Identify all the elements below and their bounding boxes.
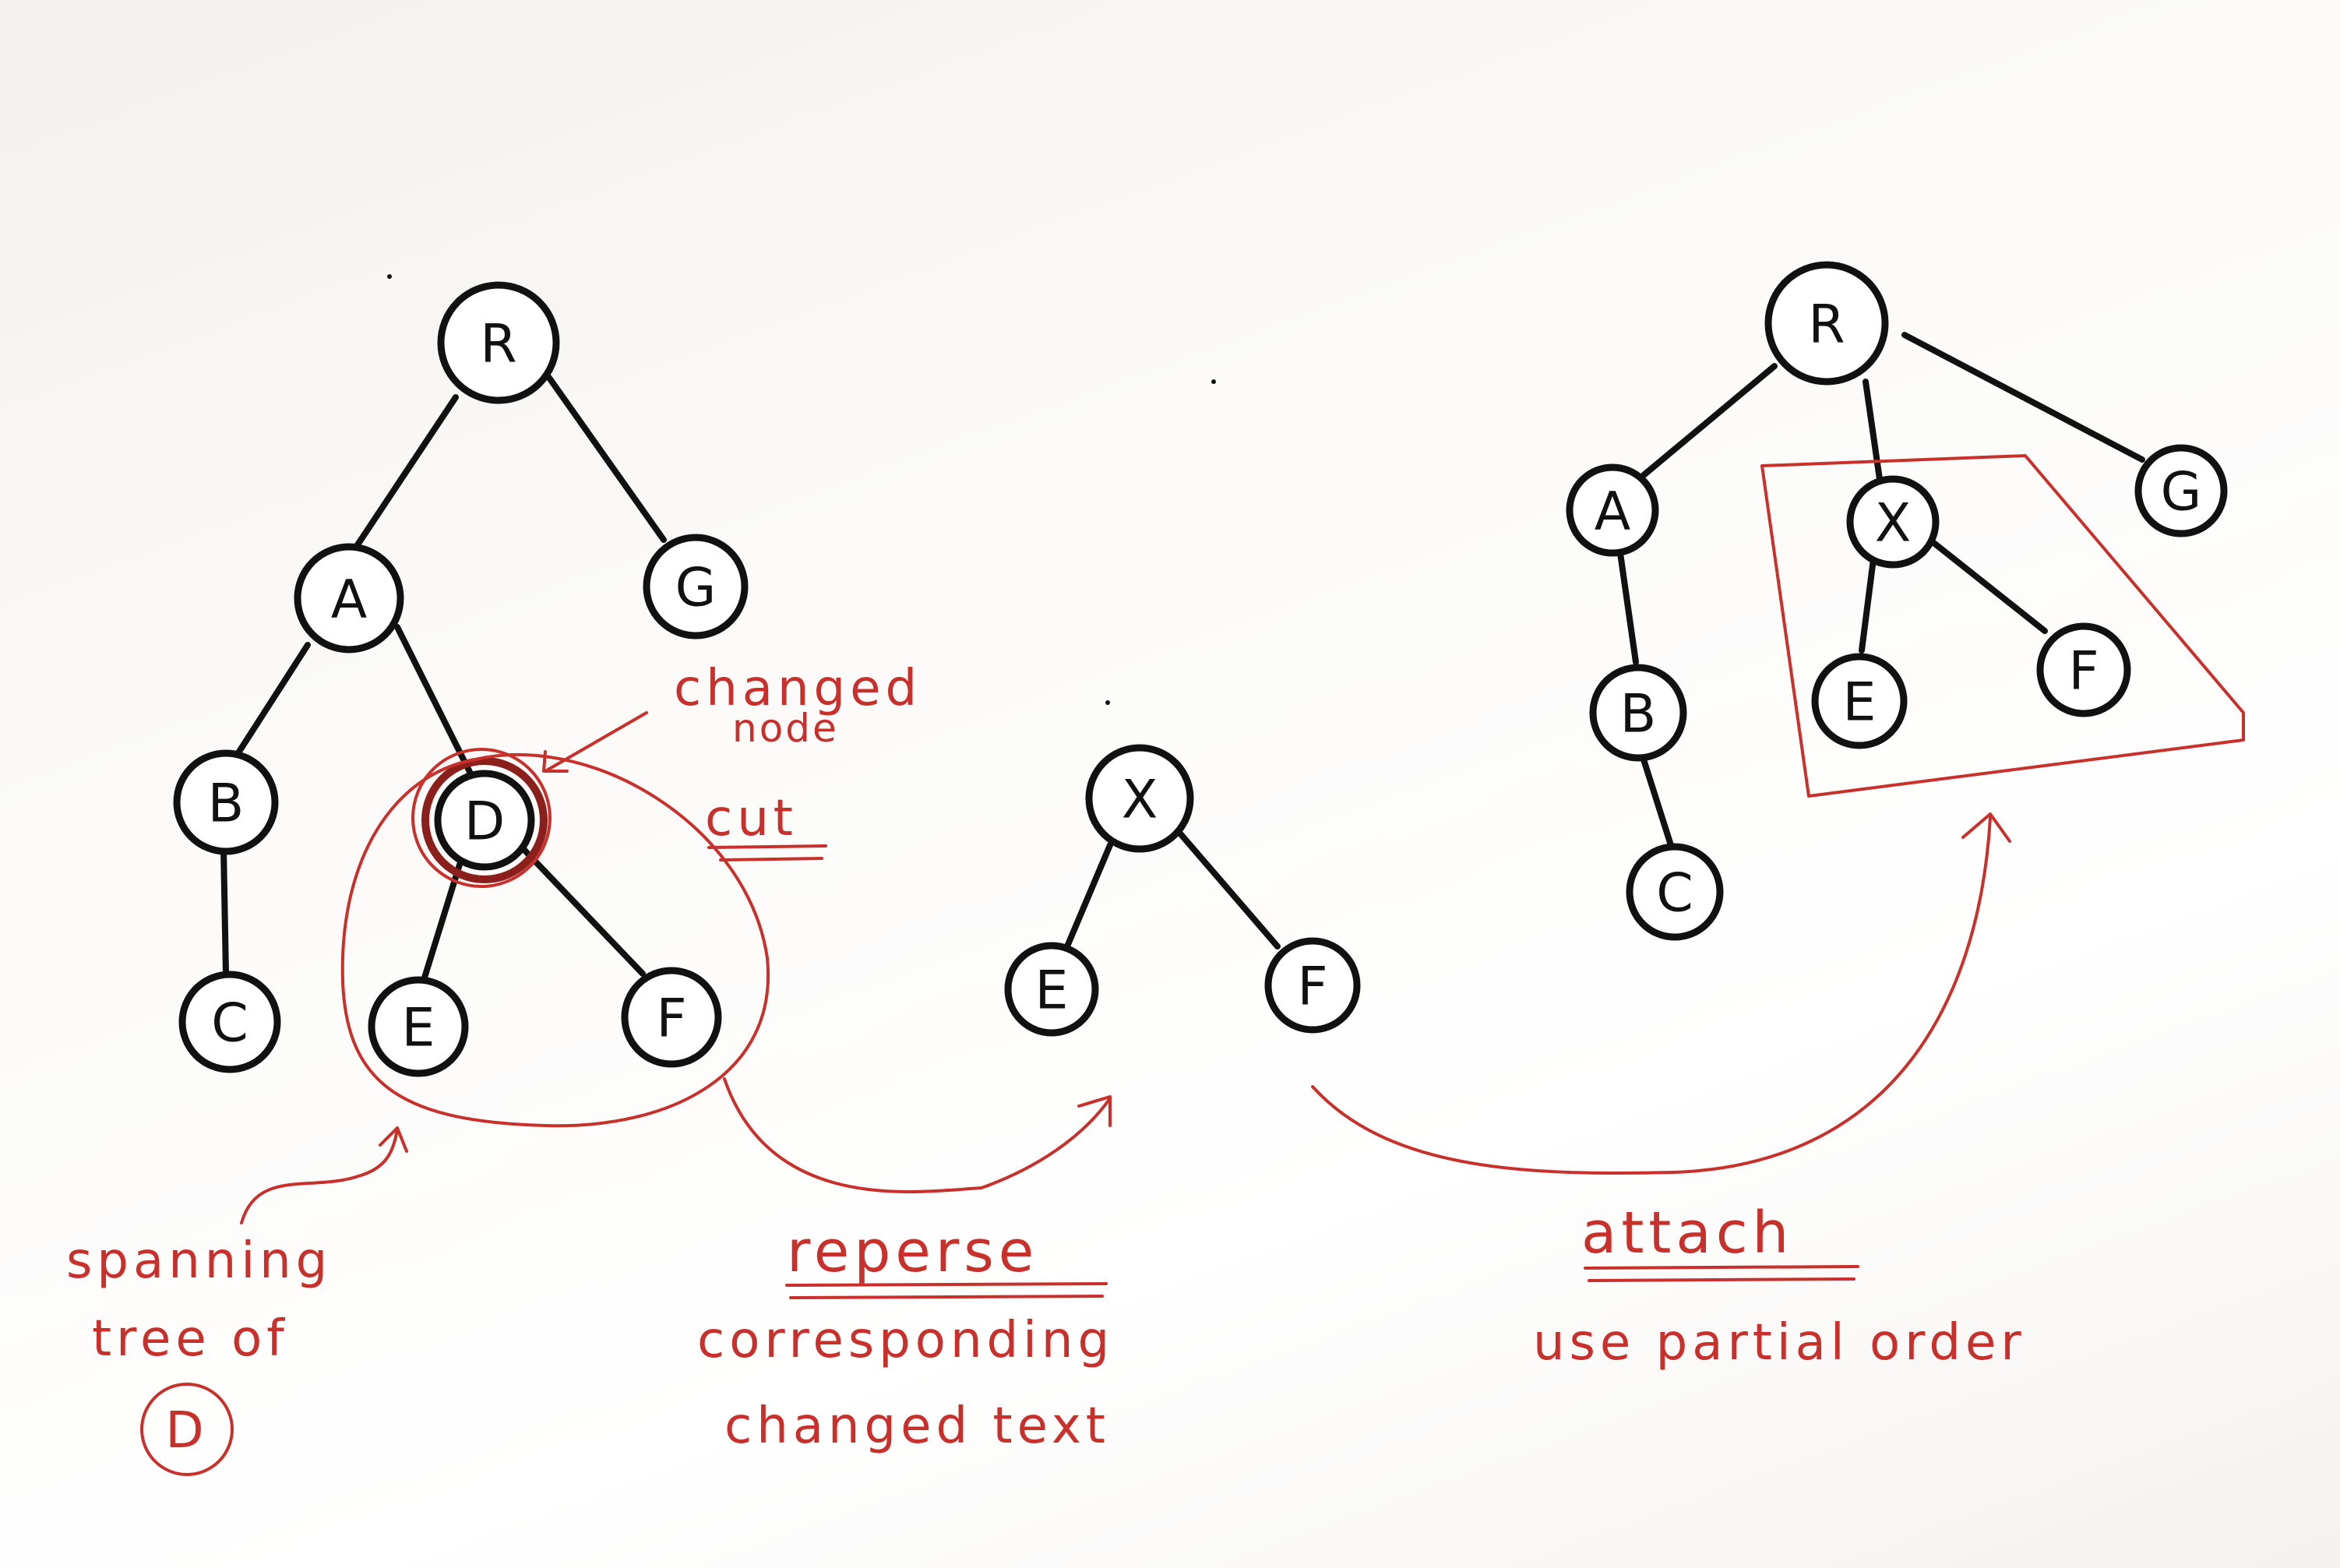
result-edge-r-x	[1862, 379, 1883, 482]
reverse-label-2: corresponding	[697, 1312, 1114, 1369]
attach-underline-2	[1588, 1277, 1855, 1282]
attach-underline-1	[1584, 1265, 1859, 1270]
node-d-label: D	[464, 791, 505, 853]
node-e: E	[368, 976, 469, 1077]
original-tree: R A G B C D E F	[173, 281, 749, 1077]
result-node-e: E	[1811, 653, 1908, 749]
reverse-annotation: reperse corresponding changed text	[697, 1218, 1114, 1455]
node-g: G	[643, 534, 749, 640]
reverse-label: reperse	[787, 1218, 1038, 1285]
node-r: R	[437, 281, 560, 404]
result-edge-x-e	[1859, 556, 1877, 654]
subtree-node-e: E	[1004, 942, 1099, 1037]
reverse-arrowhead	[1077, 1095, 1112, 1127]
attach-arrowhead	[1961, 812, 2011, 843]
node-a-label: A	[331, 569, 368, 631]
result-node-e-label: E	[1843, 672, 1877, 734]
spanning-label-1: spanning	[66, 1232, 332, 1290]
attach-label-2: use partial order	[1533, 1314, 2026, 1372]
attach-box	[1760, 454, 2245, 798]
edge-a-b	[234, 642, 311, 757]
changed-node-annotation: changed node	[542, 660, 922, 773]
reverse-underline-2	[789, 1295, 1104, 1299]
attach-label: attach	[1581, 1200, 1793, 1267]
result-node-x-label: X	[1875, 493, 1912, 555]
node-f-label: F	[656, 988, 686, 1050]
spanning-d-circle	[140, 1383, 234, 1476]
result-node-f: F	[2036, 622, 2131, 717]
spanning-d-label: D	[165, 1402, 208, 1460]
reverse-label-3: changed text	[724, 1397, 1110, 1455]
stray-dot	[387, 274, 392, 279]
subtree-node-e-label: E	[1035, 960, 1069, 1022]
node-d: D	[411, 748, 552, 888]
result-edge-r-g	[1901, 332, 2145, 463]
reverse-underline-1	[785, 1282, 1108, 1287]
edge-x-e	[1064, 842, 1113, 950]
node-e-label: E	[402, 998, 435, 1059]
attach-annotation: attach use partial order	[1533, 1200, 2026, 1372]
result-node-r-label: R	[1808, 294, 1845, 356]
edge-r-g	[546, 375, 667, 543]
result-node-r: R	[1764, 261, 1889, 386]
result-node-b-label: B	[1620, 684, 1657, 745]
node-b-label: B	[208, 773, 245, 835]
edge-d-f	[520, 846, 646, 977]
result-node-g: G	[2134, 444, 2228, 537]
result-edge-x-f	[1929, 538, 2048, 634]
edge-b-c	[220, 846, 229, 977]
cut-underline-2	[719, 857, 823, 862]
cut-label: cut	[705, 790, 798, 847]
stray-dot	[1211, 379, 1216, 384]
changed-node-label-2: node	[732, 706, 839, 751]
node-r-label: R	[480, 314, 516, 375]
edge-d-e	[421, 862, 463, 981]
attach-arrow	[1311, 816, 1992, 1175]
node-g-label: G	[675, 558, 717, 619]
spanning-annotation: spanning tree of D	[66, 1126, 408, 1476]
changed-node-arrow	[544, 711, 648, 773]
stray-dot	[1105, 700, 1110, 705]
result-edge-r-a	[1640, 363, 1778, 478]
changed-node-label-1: changed	[674, 660, 922, 717]
result-node-f-label: F	[2068, 641, 2099, 703]
node-f: F	[621, 967, 722, 1068]
edge-r-a	[340, 394, 459, 570]
reverse-arrow	[723, 1077, 1112, 1194]
result-node-g-label: G	[2161, 462, 2202, 523]
spanning-arrowhead	[379, 1126, 408, 1153]
spanning-arrow	[240, 1128, 399, 1224]
subtree-node-f: F	[1264, 937, 1361, 1034]
subtree-node-x-label: X	[1122, 770, 1158, 831]
subtree: X E F	[1004, 744, 1361, 1037]
cut-annotation: cut	[705, 790, 827, 862]
subtree-node-f-label: F	[1297, 957, 1327, 1018]
edge-x-f	[1177, 830, 1281, 950]
cut-underline-1	[707, 844, 827, 849]
result-tree: R A B C X G E F	[1566, 261, 2228, 941]
edge-a-d	[394, 624, 474, 778]
result-node-c-label: C	[1656, 863, 1693, 925]
changed-node-arrowhead	[542, 750, 569, 773]
result-node-a-label: A	[1595, 481, 1631, 543]
result-node-a: A	[1566, 463, 1659, 557]
result-edge-a-b	[1617, 550, 1639, 665]
node-c-label: C	[211, 993, 248, 1055]
spanning-label-2: tree of	[92, 1310, 289, 1368]
cut-circle	[340, 752, 770, 1128]
subtree-node-x: X	[1085, 744, 1194, 853]
node-c: C	[178, 971, 281, 1073]
result-node-c: C	[1626, 843, 1724, 941]
result-node-x: X	[1846, 475, 1940, 569]
node-a: A	[294, 543, 404, 654]
result-edge-b-c	[1640, 756, 1674, 848]
node-b: B	[173, 749, 279, 855]
result-node-b: B	[1589, 664, 1687, 762]
